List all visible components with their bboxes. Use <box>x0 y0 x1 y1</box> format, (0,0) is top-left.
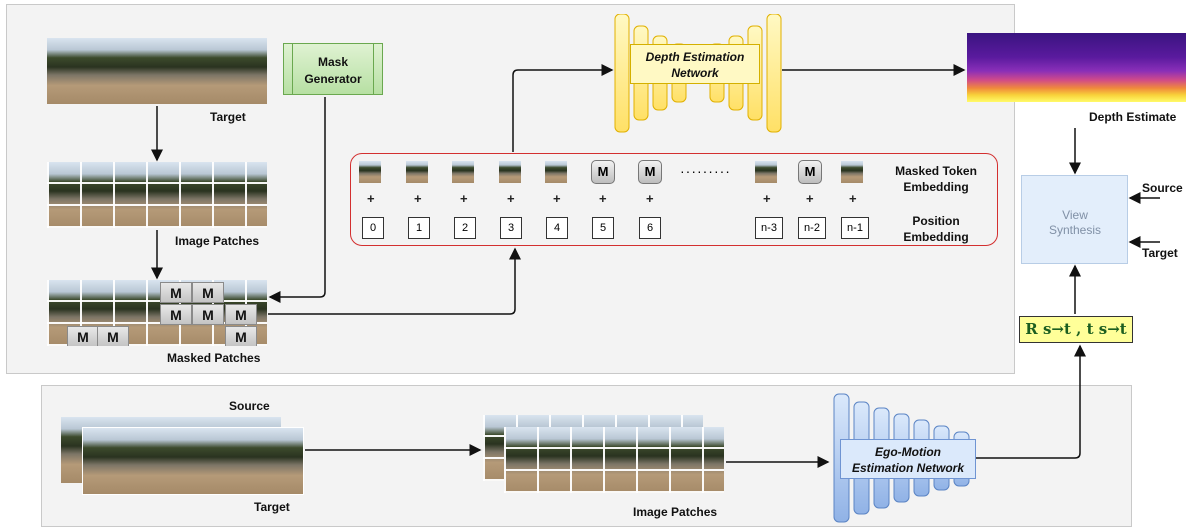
bottom-image-patches-label: Image Patches <box>633 505 718 519</box>
pose-label: R s→t , t s→t <box>1025 320 1127 338</box>
plus-sign: + <box>414 191 422 206</box>
mask-tile: M <box>160 282 192 303</box>
mask-tile: M <box>225 326 257 346</box>
position-box: n-2 <box>798 217 826 239</box>
mask-tile: M <box>225 304 257 325</box>
position-box: 0 <box>362 217 384 239</box>
position-box: 4 <box>546 217 568 239</box>
image-patches-label: Image Patches <box>175 234 260 248</box>
plus-sign: + <box>507 191 515 206</box>
token-thumbnail <box>406 161 428 183</box>
mask-generator-box: Mask Generator <box>283 43 383 95</box>
target-label: Target <box>210 110 246 124</box>
bottom-source-label: Source <box>229 399 270 413</box>
token-thumbnail <box>452 161 474 183</box>
embedding-container <box>350 153 998 246</box>
target-input-label: Target <box>1142 246 1178 260</box>
masked-patches: M M M M M M M M <box>47 280 267 346</box>
token-thumbnail <box>359 161 381 183</box>
mask-tile: M <box>97 326 129 346</box>
token-thumbnail <box>841 161 863 183</box>
plus-sign: + <box>763 191 771 206</box>
plus-sign: + <box>553 191 561 206</box>
mask-tile: M <box>67 326 99 346</box>
position-box: 1 <box>408 217 430 239</box>
position-box: 6 <box>639 217 661 239</box>
mask-token: M <box>638 160 662 184</box>
target-image-bottom <box>83 428 303 494</box>
masked-patches-label: Masked Patches <box>167 351 261 365</box>
position-box: 2 <box>454 217 476 239</box>
ego-network-label-box: Ego-Motion Estimation Network <box>840 439 976 479</box>
pose-box: R s→t , t s→t <box>1019 316 1133 343</box>
bottom-target-label: Target <box>254 500 290 514</box>
source-input-label: Source <box>1142 181 1183 195</box>
target-image <box>47 38 267 104</box>
position-box: 3 <box>500 217 522 239</box>
depth-estimate-image <box>967 33 1186 102</box>
plus-sign: + <box>806 191 814 206</box>
position-box: n-3 <box>755 217 783 239</box>
plus-sign: + <box>646 191 654 206</box>
masked-token-embedding-label: Masked Token Embedding <box>895 164 977 194</box>
position-embedding-label: Position Embedding <box>903 214 969 244</box>
depth-network-label-box: Depth Estimation Network <box>630 44 760 84</box>
mask-token: M <box>591 160 615 184</box>
plus-sign: + <box>367 191 375 206</box>
mask-tile: M <box>192 282 224 303</box>
depth-estimate-label: Depth Estimate <box>1089 110 1177 124</box>
view-synthesis-label: View Synthesis <box>1048 208 1102 237</box>
token-thumbnail <box>755 161 777 183</box>
ego-network-label: Ego-Motion Estimation Network <box>851 445 965 475</box>
plus-sign: + <box>849 191 857 206</box>
mask-tile: M <box>160 304 192 325</box>
ellipsis: ········· <box>680 163 731 179</box>
image-patches <box>47 162 267 228</box>
depth-network-label: Depth Estimation Network <box>645 50 745 80</box>
plus-sign: + <box>599 191 607 206</box>
token-thumbnail <box>499 161 521 183</box>
mask-tile: M <box>192 304 224 325</box>
plus-sign: + <box>460 191 468 206</box>
view-synthesis-box: View Synthesis <box>1021 175 1128 264</box>
position-box: 5 <box>592 217 614 239</box>
mask-generator-label: Mask Generator <box>304 55 362 86</box>
bottom-patches-front <box>504 427 724 493</box>
mask-token: M <box>798 160 822 184</box>
position-box: n-1 <box>841 217 869 239</box>
token-thumbnail <box>545 161 567 183</box>
